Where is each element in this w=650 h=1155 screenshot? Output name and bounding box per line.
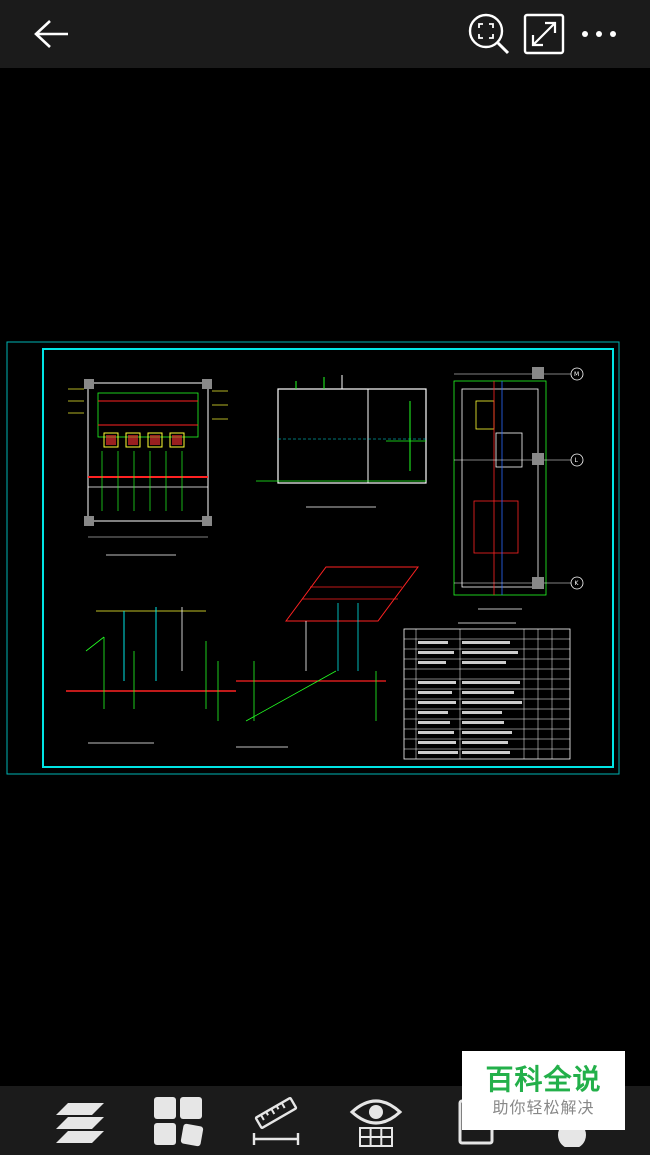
view-icon <box>349 1099 403 1147</box>
more-horizontal-icon <box>582 31 616 37</box>
expand-icon <box>523 13 565 55</box>
measure-icon <box>252 1096 300 1145</box>
view-button[interactable] <box>346 1092 406 1150</box>
riser-plan: M L K <box>453 367 584 610</box>
watermark-logo: 百科全说 助你轻松解决 <box>462 1051 625 1130</box>
zoom-extents-icon <box>468 13 510 55</box>
layers-button[interactable] <box>50 1092 110 1150</box>
layers-icon <box>56 1103 104 1143</box>
watermark-subtitle: 助你轻松解决 <box>492 1097 595 1117</box>
pump-room-plan <box>68 379 228 556</box>
fullscreen-button[interactable] <box>520 10 568 58</box>
grid-label-m: M <box>574 371 579 378</box>
equipment-table <box>403 622 571 760</box>
isometric-middle <box>217 566 419 748</box>
grid-label-l: L <box>575 457 579 464</box>
arrow-left-icon <box>34 20 68 48</box>
grid-label-k: K <box>575 580 580 587</box>
measure-button[interactable] <box>246 1092 306 1150</box>
layout-button[interactable] <box>148 1092 208 1150</box>
tank-section <box>256 375 427 508</box>
watermark-title: 百科全说 <box>485 1062 602 1096</box>
back-button[interactable] <box>26 10 74 58</box>
top-toolbar <box>0 0 650 68</box>
isometric-left <box>66 607 236 744</box>
drawing-canvas[interactable]: M L K <box>0 68 650 1086</box>
layout-icon <box>154 1097 204 1147</box>
more-button[interactable] <box>575 10 623 58</box>
cad-drawing[interactable]: M L K <box>6 341 620 775</box>
zoom-extents-button[interactable] <box>465 10 513 58</box>
